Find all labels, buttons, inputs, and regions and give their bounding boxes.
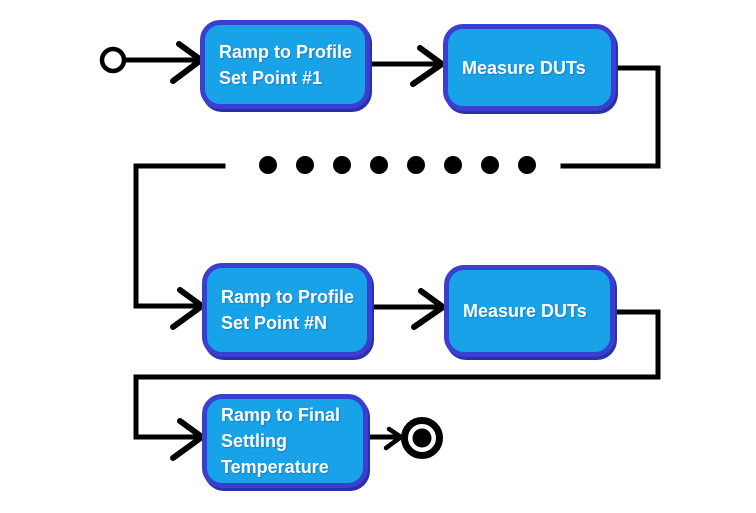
initial-state-icon (99, 46, 127, 74)
arrowhead-icon (411, 288, 446, 330)
ellipsis-dot-icon (407, 156, 425, 174)
ellipsis-dot-icon (259, 156, 277, 174)
node-ramp-to-profile-set-point-1: Ramp to Profile Set Point #1 (200, 20, 370, 109)
connector-measure1-to-ellipsis (560, 65, 661, 169)
node-label: Ramp to Final Settling Temperature (221, 405, 341, 477)
ellipsis-dots (259, 156, 536, 174)
node-label: Measure DUTs (462, 57, 586, 78)
node-label: Ramp to Profile Set Point #N (221, 287, 355, 333)
arrowhead-icon (170, 418, 205, 461)
connector-ellipsis-to-rampN (133, 163, 226, 309)
node-ramp-to-profile-set-point-n: Ramp to Profile Set Point #N (202, 263, 372, 357)
node-measure-duts-n: Measure DUTs (444, 265, 615, 357)
arrowhead-icon (170, 287, 205, 330)
arrowhead-icon (410, 45, 445, 87)
node-measure-duts-1: Measure DUTs (443, 24, 616, 111)
ellipsis-dot-icon (370, 156, 388, 174)
ellipsis-dot-icon (518, 156, 536, 174)
node-label: Ramp to Profile Set Point #1 (219, 41, 353, 88)
arrowhead-icon (383, 426, 404, 451)
final-state-dot-icon (412, 428, 432, 448)
arrowhead-icon (170, 41, 204, 84)
ellipsis-dot-icon (444, 156, 462, 174)
node-ramp-to-final-settling-temperature: Ramp to Final Settling Temperature (202, 394, 368, 488)
ellipsis-dot-icon (333, 156, 351, 174)
node-label: Measure DUTs (463, 301, 587, 321)
final-state-icon (401, 417, 443, 459)
ellipsis-dot-icon (481, 156, 499, 174)
ellipsis-dot-icon (296, 156, 314, 174)
connector-measureN-to-rampfinal (133, 309, 661, 440)
